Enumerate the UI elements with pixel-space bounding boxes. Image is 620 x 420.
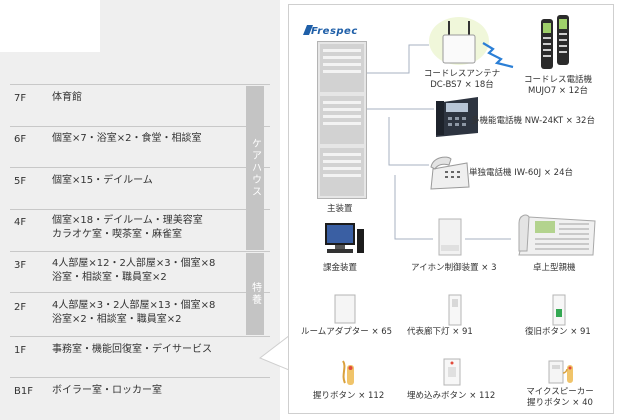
cordless-phone-icon	[541, 15, 569, 69]
mic-speaker-label-line: 握りボタン × 40	[527, 398, 593, 408]
floor-label-1f: 1F	[14, 345, 27, 356]
floor-desc-line: 4人部屋×12・2人部屋×3・個室×8	[52, 258, 216, 269]
corridor-light-icon	[448, 294, 462, 326]
main-unit-label: 主装置	[327, 204, 353, 214]
system-diagram-panel: Frespec 主装置 コードレスアンテナ DC-BS7 × 18台	[288, 4, 614, 414]
cordless-phone-label-line: MUJO7 × 12台	[527, 86, 588, 96]
floor-divider	[10, 84, 270, 85]
floor-label-b1f: B1F	[14, 386, 33, 397]
multi-function-phone-icon	[436, 97, 478, 137]
corridor-light-label: 代表廊下灯 × 91	[407, 327, 473, 337]
cordless-phone-label: コードレス電話機 MUJO7 × 12台	[515, 75, 601, 97]
floor-divider	[10, 336, 270, 337]
mic-speaker-label: マイクスピーカー 握りボタン × 40	[515, 387, 605, 409]
billing-device-icon	[325, 223, 364, 253]
floor-label-6f: 6F	[14, 134, 27, 145]
main-unit-icon	[317, 41, 367, 199]
floor-desc-4f: 個室×18・デイルーム・理美容室 カラオケ室・喫茶室・麻雀室	[52, 214, 203, 242]
antenna-label: コードレスアンテナ DC-BS7 × 18台	[417, 69, 507, 91]
floor-list-panel: 7F 体育館 6F 個室×7・浴室×2・食堂・相談室 5F 個室×15・デイルー…	[0, 0, 280, 420]
desk-master-icon	[518, 214, 596, 256]
mic-speaker-label-line: マイクスピーカー	[526, 387, 594, 397]
room-adapter-label: ルームアダプター × 65	[301, 327, 393, 337]
mic-speaker-icon	[548, 360, 573, 384]
room-adapter-icon	[334, 294, 356, 324]
connector-lines	[364, 44, 511, 240]
floor-divider	[10, 209, 270, 210]
brand-mark-icon	[303, 25, 313, 35]
antenna-icon	[429, 17, 514, 69]
antenna-label-line: DC-BS7 × 18台	[430, 80, 494, 90]
floor-desc-line: 4人部屋×3・2人部屋×13・個室×8	[52, 300, 216, 311]
embedded-button-icon	[443, 358, 461, 386]
floor-divider	[10, 251, 270, 252]
brand-logo: Frespec	[311, 26, 358, 37]
floor-desc-1f: 事務室・機能回復室・デイサービス	[52, 344, 212, 355]
embedded-button-label: 埋め込みボタン × 112	[407, 391, 496, 401]
floor-desc-b1f: ボイラー室・ロッカー室	[52, 385, 162, 396]
floor-desc-5f: 個室×15・デイルーム	[52, 175, 153, 186]
floor-desc-line: カラオケ室・喫茶室・麻雀室	[52, 229, 182, 240]
reset-button-icon	[552, 294, 566, 326]
single-phone-icon	[430, 156, 470, 190]
aiphone-controller-icon	[438, 218, 462, 256]
single-phone-label: 単独電話機 IW-60J × 24台	[469, 168, 574, 178]
floor-desc-6f: 個室×7・浴室×2・食堂・相談室	[52, 133, 202, 144]
floor-desc-3f: 4人部屋×12・2人部屋×3・個室×8 浴室・相談室・職員室×2	[52, 257, 215, 285]
aiphone-controller-label: アイホン制御装置 × 3	[411, 263, 497, 273]
floor-divider	[10, 126, 270, 127]
floor-label-3f: 3F	[14, 260, 27, 271]
special-care-tag: 特養	[246, 253, 264, 335]
floor-desc-7f: 体育館	[52, 92, 82, 103]
floor-desc-line: 個室×18・デイルーム・理美容室	[52, 215, 203, 226]
grip-button-icon	[342, 360, 354, 385]
floor-label-2f: 2F	[14, 302, 27, 313]
floor-desc-2f: 4人部屋×3・2人部屋×13・個室×8 浴室×2・相談室・職員室×2	[52, 299, 215, 327]
floor-desc-line: 浴室・相談室・職員室×2	[52, 272, 167, 283]
cordless-phone-label-line: コードレス電話機	[523, 75, 592, 85]
antenna-label-line: コードレスアンテナ	[423, 69, 501, 79]
header-blank	[0, 0, 100, 52]
floor-label-4f: 4F	[14, 217, 27, 228]
floor-divider	[10, 377, 270, 378]
carehouse-tag: ケアハウス	[246, 86, 264, 250]
floor-label-7f: 7F	[14, 93, 27, 104]
desk-master-label: 卓上型親機	[533, 263, 576, 273]
floor-desc-line: 浴室×2・相談室・職員室×2	[52, 314, 182, 325]
reset-button-label: 復旧ボタン × 91	[525, 327, 591, 337]
floor-divider	[10, 167, 270, 168]
floor-divider	[10, 292, 270, 293]
callout-pointer	[259, 332, 294, 372]
billing-device-label: 課金装置	[323, 263, 358, 273]
multi-function-phone-label: 多機能電話機 NW-24KT × 32台	[471, 116, 595, 126]
grip-button-label: 握りボタン × 112	[313, 391, 385, 401]
floor-label-5f: 5F	[14, 176, 27, 187]
